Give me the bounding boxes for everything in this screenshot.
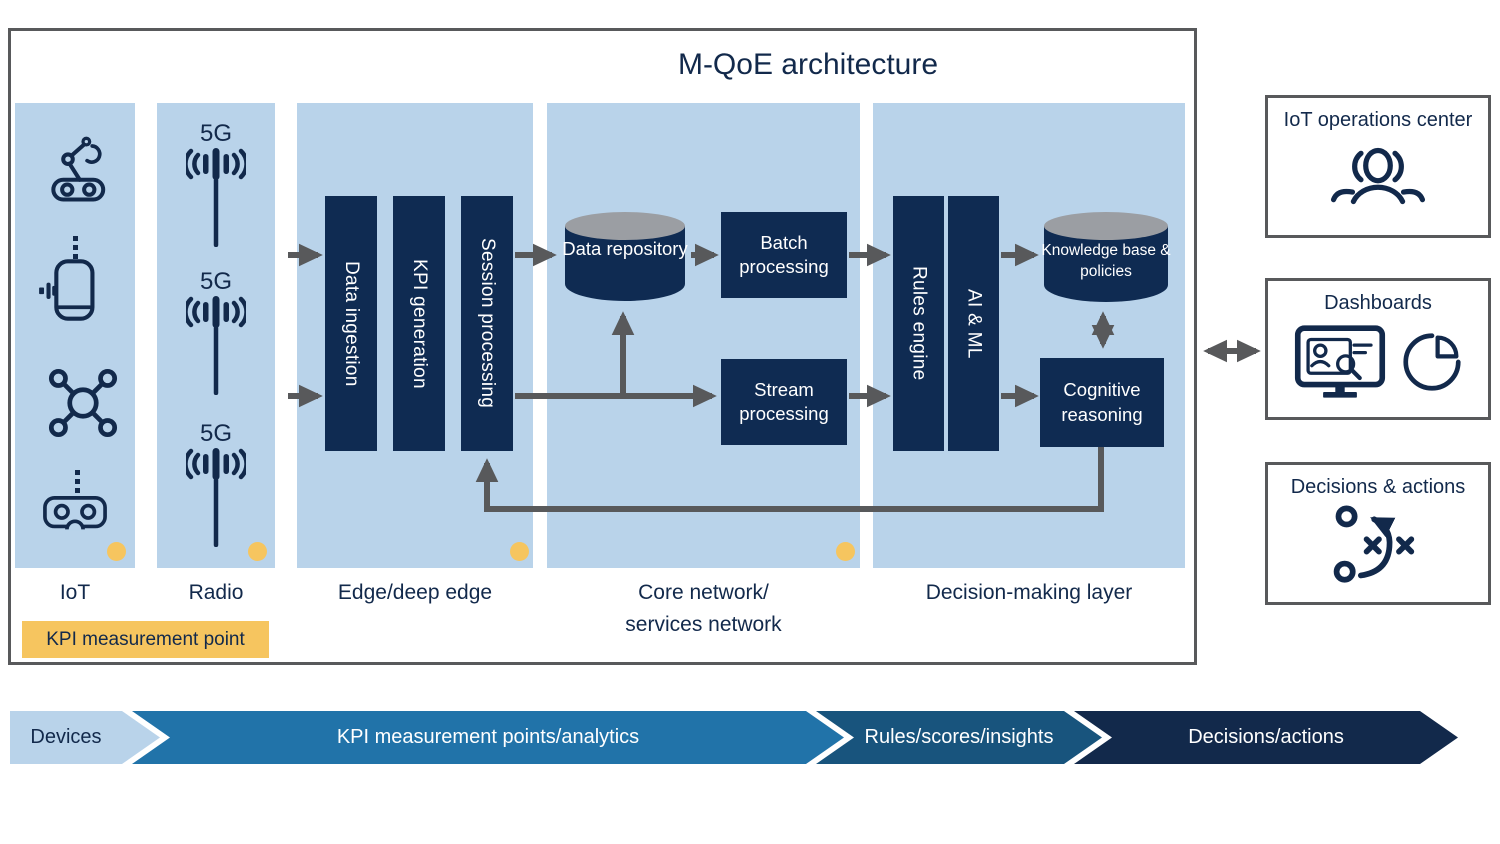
box-session-processing: Session processing bbox=[461, 196, 513, 451]
box-label: Cognitive reasoning bbox=[1061, 379, 1143, 425]
diagram-title: M-QoE architecture bbox=[677, 48, 939, 81]
strategy-icon bbox=[1333, 505, 1415, 583]
box-cognitive-reasoning: Cognitive reasoning bbox=[1040, 358, 1164, 447]
box-rules-engine: Rules engine bbox=[893, 196, 944, 451]
flow-label: KPI measurement points/analytics bbox=[336, 726, 640, 748]
side-box-title: Dashboards bbox=[1324, 292, 1432, 314]
kpi-legend-label: KPI measurement point bbox=[46, 628, 245, 650]
people-icon bbox=[1330, 147, 1426, 205]
kpi-dot-core bbox=[836, 542, 855, 561]
flow-kpi-measurement: KPI measurement points/analytics bbox=[132, 711, 844, 764]
box-kpi-generation: KPI generation bbox=[393, 196, 445, 451]
kpi-dot-iot bbox=[107, 542, 126, 561]
monitor-search-icon bbox=[1294, 325, 1386, 398]
box-batch-processing: Batch processing bbox=[721, 212, 847, 298]
vr-goggles-icon bbox=[43, 496, 107, 531]
kpi-dot-edge bbox=[510, 542, 529, 561]
iot-operations-center-box: IoT operations center bbox=[1265, 95, 1491, 238]
kpi-dot-radio bbox=[248, 542, 267, 561]
dashboards-box: Dashboards bbox=[1265, 278, 1491, 420]
flow-label: Devices bbox=[30, 726, 102, 748]
box-ai-ml: AI & ML bbox=[948, 196, 999, 451]
box-label: Data ingestion bbox=[341, 260, 362, 387]
panel-label-edge: Edge/deep edge bbox=[337, 581, 493, 604]
decisions-actions-box: Decisions & actions bbox=[1265, 462, 1491, 605]
panel-core bbox=[547, 103, 860, 568]
box-label: Batch processing bbox=[739, 231, 829, 277]
5g-tower-icon bbox=[186, 448, 246, 547]
side-box-title: IoT operations center bbox=[1283, 109, 1473, 131]
box-label: Rules engine bbox=[908, 266, 930, 381]
knowledge-base-cylinder: Knowledge base & policies bbox=[1041, 210, 1171, 307]
cylinder-shape bbox=[1044, 212, 1168, 302]
5g-tower-icon bbox=[186, 148, 246, 247]
data-repository-cylinder: Data repository bbox=[562, 210, 688, 306]
smart-device-icon bbox=[39, 259, 95, 321]
robot-arm-icon bbox=[51, 136, 106, 202]
panel-label-iot: IoT bbox=[59, 581, 91, 604]
box-data-ingestion: Data ingestion bbox=[325, 196, 377, 451]
drone-icon bbox=[48, 368, 118, 438]
cylinder-label: Data repository bbox=[562, 238, 688, 259]
more-dots-icon bbox=[73, 236, 78, 259]
flow-devices: Devices bbox=[10, 711, 160, 764]
flow-label: Decisions/actions bbox=[1188, 726, 1344, 748]
radio-tower: 5G bbox=[157, 421, 275, 547]
side-box-title: Decisions & actions bbox=[1290, 476, 1466, 498]
panel-label-core: Core network/ services network bbox=[547, 577, 860, 640]
more-dots-icon bbox=[75, 470, 80, 493]
panel-label-core-line1: Core network/ bbox=[638, 581, 769, 604]
cylinder-shape bbox=[565, 212, 685, 301]
radio-tower: 5G bbox=[157, 121, 275, 247]
radio-tower: 5G bbox=[157, 269, 275, 395]
box-label: AI & ML bbox=[963, 288, 985, 359]
panel-label-decision: Decision-making layer bbox=[925, 581, 1133, 604]
pie-chart-icon bbox=[1403, 333, 1461, 391]
panel-label-core-line2: services network bbox=[625, 612, 782, 636]
tower-5g-label: 5G bbox=[199, 268, 232, 295]
box-label: Session processing bbox=[477, 238, 498, 409]
box-stream-processing: Stream processing bbox=[721, 359, 847, 445]
dashboards-icons bbox=[1294, 325, 1462, 399]
flow-decisions-actions: Decisions/actions bbox=[1074, 711, 1458, 764]
flow-label: Rules/scores/insights bbox=[864, 726, 1054, 748]
flow-rules-scores: Rules/scores/insights bbox=[816, 711, 1102, 764]
5g-tower-icon bbox=[186, 296, 246, 395]
kpi-legend: KPI measurement point bbox=[22, 621, 269, 658]
tower-5g-label: 5G bbox=[199, 420, 232, 447]
tower-5g-label: 5G bbox=[199, 120, 232, 147]
panel-label-radio: Radio bbox=[188, 581, 244, 604]
box-label: KPI generation bbox=[409, 258, 430, 389]
cylinder-label: Knowledge base & policies bbox=[1041, 242, 1171, 280]
box-label: Stream processing bbox=[739, 378, 829, 424]
